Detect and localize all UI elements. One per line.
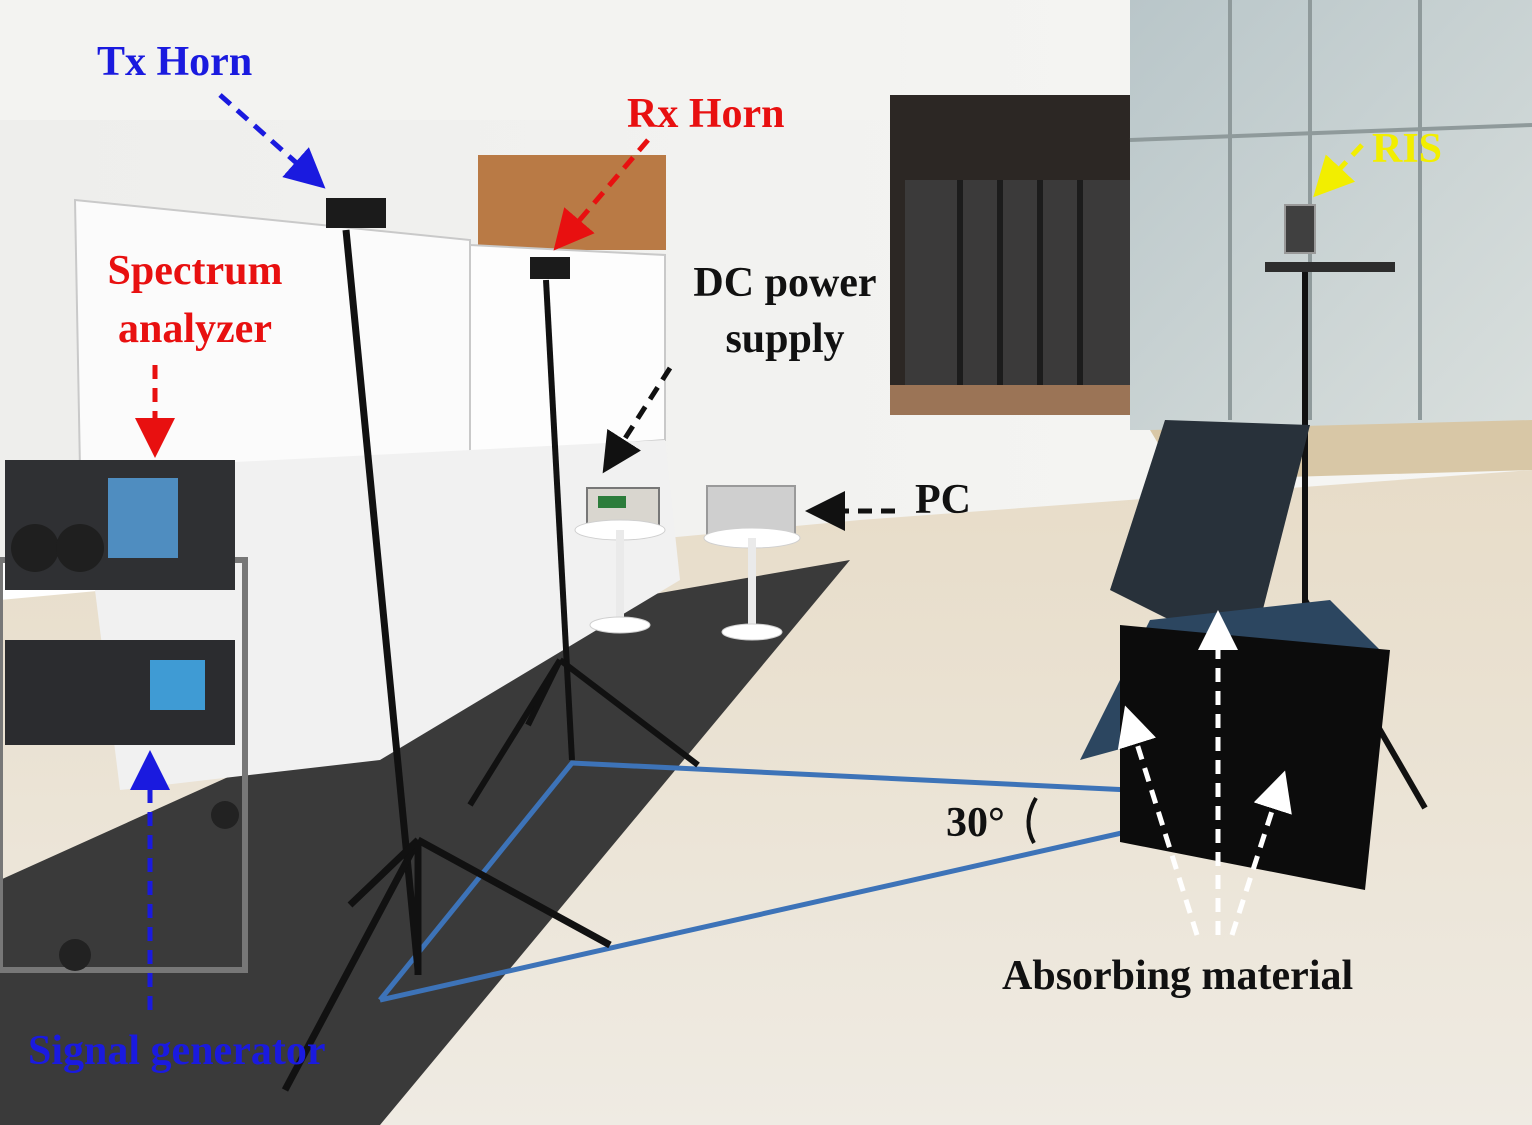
signal-generator-screen (150, 660, 205, 710)
wood-panel (478, 155, 666, 250)
absorbing-material-label: Absorbing material (1002, 953, 1354, 999)
cart-wheel-right (211, 801, 239, 829)
corridor-floor (890, 385, 1170, 415)
tx-tripod (281, 229, 612, 1092)
spectrum-analyzer-label: Spectrum analyzer (85, 250, 305, 350)
angle-arc (1026, 796, 1038, 844)
ris-label: RIS (1372, 126, 1443, 172)
rx-horn-label: Rx Horn (627, 91, 785, 137)
ris-platform (1265, 262, 1395, 272)
absorber-black-panel (1120, 625, 1390, 890)
corridor-door-frames (957, 180, 1083, 390)
dc-power-supply-label-line1: DC power (693, 260, 877, 306)
dc-supply-display (598, 496, 626, 508)
glass-room (1130, 0, 1532, 430)
signal-generator-label: Signal generator (28, 1028, 326, 1074)
absorber-arrow-left (1117, 705, 1200, 936)
dc-supply-arrow (602, 366, 673, 474)
analyzer-fan-2 (56, 524, 104, 572)
pc-label: PC (915, 477, 971, 523)
analyzer-fan-1 (11, 524, 59, 572)
tx-horn-device (326, 198, 386, 228)
ris-arrow (1313, 143, 1364, 198)
spectrum-analyzer-label-line1: Spectrum (107, 248, 283, 294)
corridor-doors (905, 180, 1135, 390)
floor-tape-angle (378, 760, 1136, 1003)
ris-board (1284, 204, 1316, 254)
rx-tripod (467, 279, 700, 807)
spectrum-analyzer-label-line2: analyzer (118, 306, 272, 352)
dc-power-supply-label: DC power supply (660, 262, 910, 360)
spectrum-analyzer-screen (108, 478, 178, 558)
angle-label: 30° (946, 800, 1005, 846)
side-table-2-base (721, 623, 783, 641)
absorber-cones (1110, 420, 1310, 660)
absorber-arrow-right (1229, 770, 1292, 936)
rx-horn-device (530, 257, 570, 279)
cart-wheel-left (59, 939, 91, 971)
tx-horn-label: Tx Horn (97, 39, 253, 85)
dc-power-supply-label-line2: supply (725, 316, 845, 362)
side-table-1-base (589, 616, 651, 634)
ceiling (0, 0, 900, 120)
